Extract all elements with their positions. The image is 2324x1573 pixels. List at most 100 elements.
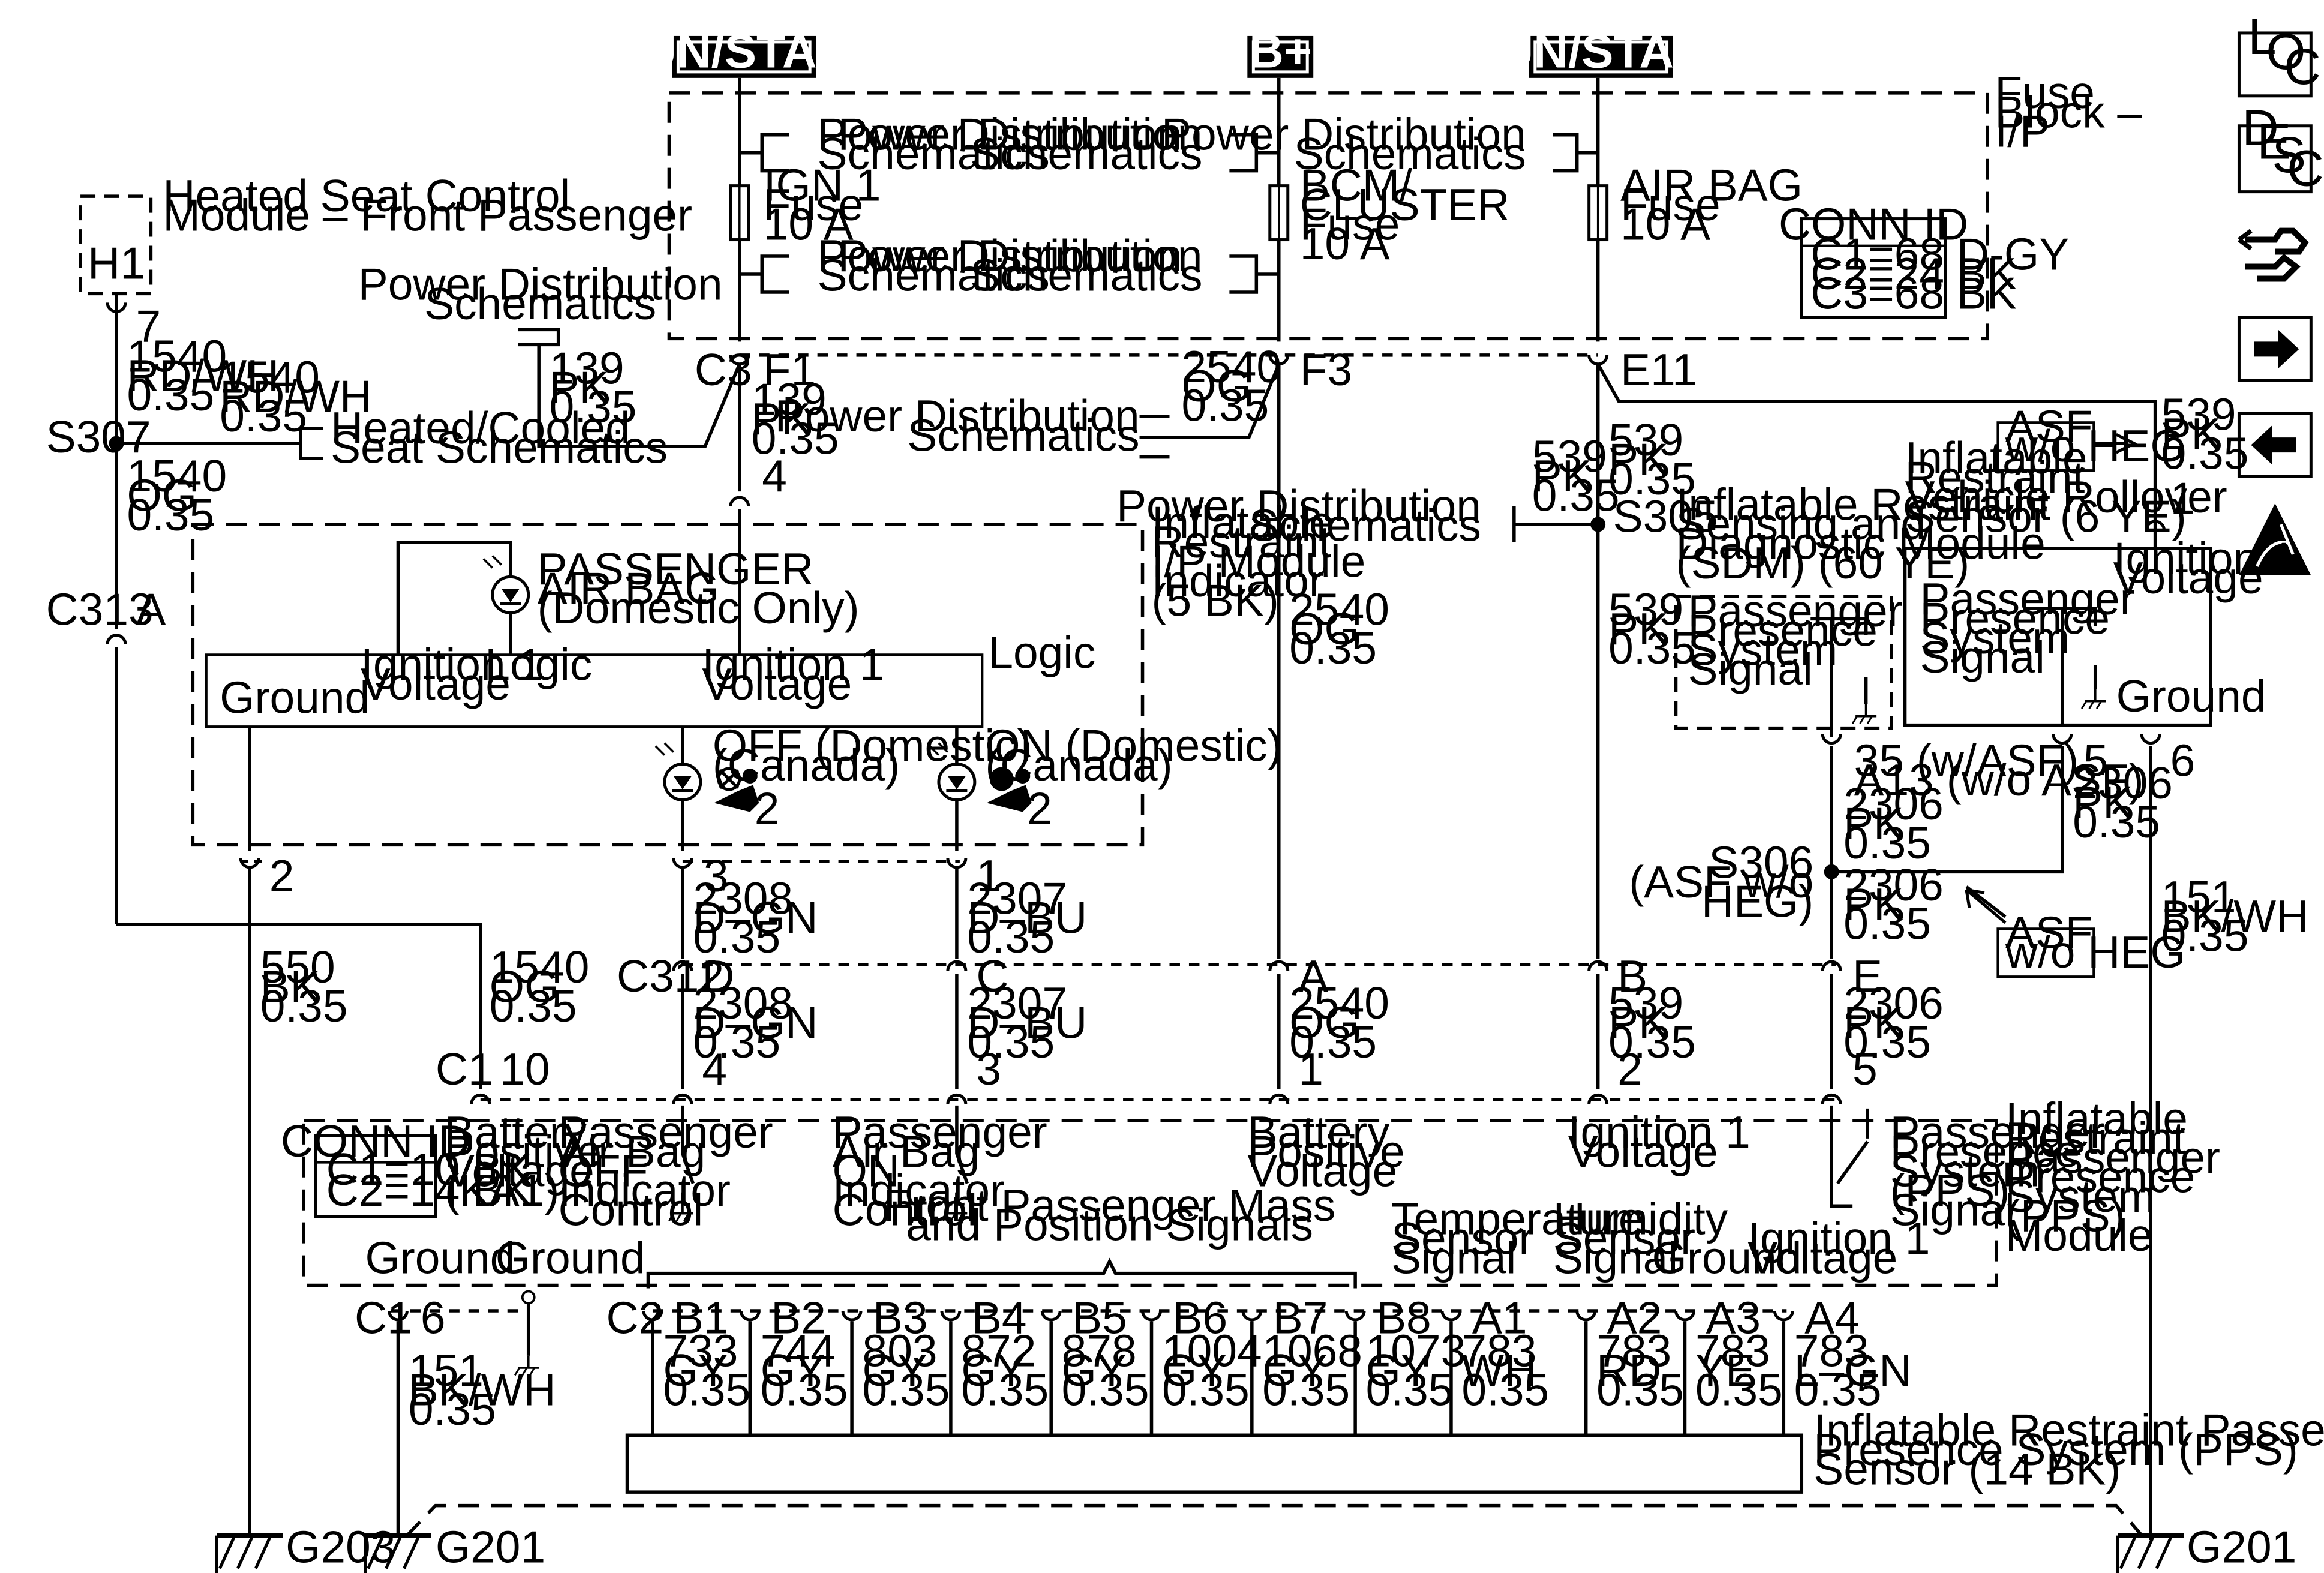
label-heated_seat-pin_num: 7 <box>136 301 161 351</box>
c2-pin-labels: B1733GY0.35B2744GY0.35B3803GY0.35B4872GY… <box>663 1292 1911 1415</box>
label-sdm-pin_35: 35 (w/ASF)A13 (w/o ASF) <box>1854 736 2144 805</box>
prev-arrow-button[interactable] <box>2237 412 2313 478</box>
label-fuse_block-pds_ref: Power DistributionSchematics <box>838 230 1203 300</box>
label-pps_module-labels-humidity: HumiditySensorSignal <box>1553 1194 1728 1283</box>
label-pps_module-labels-temp: TemperatureSensorSignal <box>1391 1194 1644 1283</box>
splice-s305-dot <box>1590 517 1606 532</box>
label-pps_module-pins_top-5: 5 <box>1852 1044 1878 1094</box>
c2-wire-b2: 744GY0.35 <box>761 1325 848 1415</box>
label-rollover-pin6: 6 <box>2170 736 2196 786</box>
label-rollover-wire_539: 539PK0.35 <box>2161 389 2249 479</box>
label-pps_module-conn_id-rows-0: C1=10 BK <box>326 1144 533 1194</box>
label-c312-lower_wires-4: 2306PK0.35 <box>1843 978 1944 1067</box>
c2-wire-b3: 803GY0.35 <box>863 1325 950 1415</box>
label-sdm-wire_e11: 539PK0.35 <box>1608 415 1696 504</box>
passenger-airbag-on-icon <box>986 767 1032 812</box>
svg-text:S: S <box>2272 126 2306 183</box>
next-arrow-button[interactable] <box>2237 316 2313 382</box>
label-center_wires-pds_f3: Power DistributionSchematics <box>775 391 1140 460</box>
label-indicator-sym_num: 2 <box>755 783 780 833</box>
label-indicator-sym_num: 2 <box>1027 783 1052 833</box>
c2-pin-b6: B6 <box>1172 1292 1227 1343</box>
label-fuse_block-fuses-airbag: AIR BAGFuse10 A <box>1620 160 1803 250</box>
label-fuse_block-pds_ref: Power DistributionSchematics <box>818 109 1182 179</box>
label-pps_module-wire_151: 151BK/WH0.35 <box>409 1345 556 1434</box>
label-c312-label: C312 <box>617 951 724 1001</box>
c2-pin-b8: B8 <box>1376 1292 1431 1343</box>
label-pps_module-labels-ground_a3: Ground <box>1652 1233 1802 1283</box>
nav-loc-button[interactable]: L O C <box>2237 8 2321 98</box>
label-pps_module-pins_top-0: 10 <box>500 1044 550 1094</box>
label-rollover-pin1: 1 <box>2170 473 2196 524</box>
label-grounds-1: G201 <box>436 1522 545 1572</box>
label-indicator-lamp: PASSENGERAIR BAG(Domestic Only) <box>538 544 860 633</box>
label-pps_module-labels-mass: Front Passenger Massand Position Signals <box>884 1180 1336 1250</box>
supply-center-label: B+ <box>1249 24 1311 77</box>
label-fuse_block-pds_ref: Power DistributionSchematics <box>838 109 1203 179</box>
label-pps_module-labels-on: PassengerAir BagONIndicatorControl <box>833 1107 1047 1235</box>
label-indicator-inner-ign1: Ignition 1Voltage <box>361 640 543 709</box>
c2-pin-b3: B3 <box>873 1292 928 1343</box>
label-pps_module-labels-battery: BatteryPositiveVoltage(KA1) <box>445 1107 602 1215</box>
label-heated_seat-splice: S307 <box>46 412 151 462</box>
asf-box-bottom <box>1996 927 2095 978</box>
svg-text:C: C <box>2287 140 2323 197</box>
svg-text:E: E <box>2257 113 2291 170</box>
label-indicator-inner-logic2: Logic <box>988 628 1095 678</box>
c2-wire-a1: 783WH0.35 <box>1461 1325 1549 1415</box>
label-heated_seat-wire_top: 1540RD/WH0.35 <box>127 331 279 420</box>
fuse-bcm <box>1270 186 1288 240</box>
c2-wire-b8: 1073GY0.35 <box>1366 1325 1466 1415</box>
label-fuse_block-pins-f1: F1 <box>764 344 816 395</box>
label-c312-pins-4: E <box>1852 951 1882 1001</box>
label-heated_seat-c313: C313 <box>46 584 154 634</box>
label-c312-pins-3: B <box>1617 951 1647 1001</box>
c2-wire-b1: 733GY0.35 <box>663 1325 750 1415</box>
label-rollover-wire_6: 151BK/WH0.35 <box>2161 872 2309 961</box>
c2-pin-b4: B4 <box>972 1292 1027 1343</box>
splice-s306-dot <box>1824 864 1839 879</box>
label-indicator-inner-ground: Ground <box>220 673 370 723</box>
label-fuse_block-conn_id-title: CONN ID <box>1779 199 1968 250</box>
label-sensor-label: Inflatable Restraint PassengerPresence S… <box>1813 1405 2324 1494</box>
label-rollover-wire_5: 2306PK0.35 <box>2073 758 2173 847</box>
label-pps_module-conn_id-title: CONN ID <box>281 1116 470 1166</box>
label-fuse_block-pds_ref: Power DistributionSchematics <box>818 230 1182 300</box>
swap-wrench-icon[interactable] <box>2238 227 2309 282</box>
label-indicator-pins-ground: 2 <box>269 851 295 901</box>
ground-g203 <box>217 1536 283 1573</box>
label-c312-pins-1: C <box>976 951 1008 1001</box>
svg-text:D: D <box>2242 99 2278 156</box>
label-c312-upper_wires-0: 2308D–GN0.35 <box>693 873 818 962</box>
c2-pin-b5: B5 <box>1072 1292 1127 1343</box>
c2-wire-a3: 783YE0.35 <box>1695 1325 1783 1415</box>
label-fuse_block-pins-c3: C3 <box>695 344 752 395</box>
svg-text:O: O <box>2266 23 2305 80</box>
label-indicator-pins-off: 3 <box>704 851 729 901</box>
c2-wire-a4: 783L–GN0.35 <box>1794 1325 1912 1415</box>
label-ground_wire: 550BK0.35 <box>260 942 348 1031</box>
supply-left-label: RUN/START <box>607 24 881 77</box>
label-pps_module-c2: C2 <box>606 1292 664 1343</box>
c2-pin-a4: A4 <box>1804 1292 1860 1343</box>
label-c312-lower_wires-0: 2308D–GN0.35 <box>693 978 818 1067</box>
label-indicator-pins-on: 1 <box>976 851 1001 901</box>
label-indicator-inner-ign1b: Ignition 1Voltage <box>702 640 884 709</box>
label-pps_module-conn_id-rows-1: C2=14 BK <box>326 1165 533 1215</box>
label-pps_module-labels-pps: PassengerPresenceSystem(PPS)Signal <box>1890 1107 2105 1235</box>
label-c312-lower_wires-2: 2540OG0.35 <box>1289 978 1389 1067</box>
label-sdm-wire_pds: 539PK0.35 <box>1532 431 1620 521</box>
label-sdm-wire_2306b: 2306PK0.35 <box>1843 860 1944 949</box>
nav-desc-button[interactable]: D E S C <box>2237 99 2324 197</box>
label-heated_seat-pin_label: H1 <box>88 238 145 288</box>
label-pps_module-pins_top-4: 2 <box>1617 1044 1643 1094</box>
label-grounds-2: G201 <box>2187 1522 2296 1572</box>
label-fuse_block-pins-e11: E11 <box>1620 344 1697 395</box>
label-center_wires-wire_f3: 2540OG0.35 <box>1181 341 1281 431</box>
label-indicator-label: InflatableRestraintI/P ModuleIndicator(5… <box>1152 497 1366 625</box>
label-indicator-off_label: OFF (Domestic)(Canada) <box>713 721 1032 790</box>
label-fuse_block-fuses-ign1: IGN 1Fuse10 A <box>764 160 881 250</box>
label-sdm-wire_539: 539PK0.35 <box>1608 584 1696 673</box>
conn-id-pps <box>314 1134 437 1218</box>
